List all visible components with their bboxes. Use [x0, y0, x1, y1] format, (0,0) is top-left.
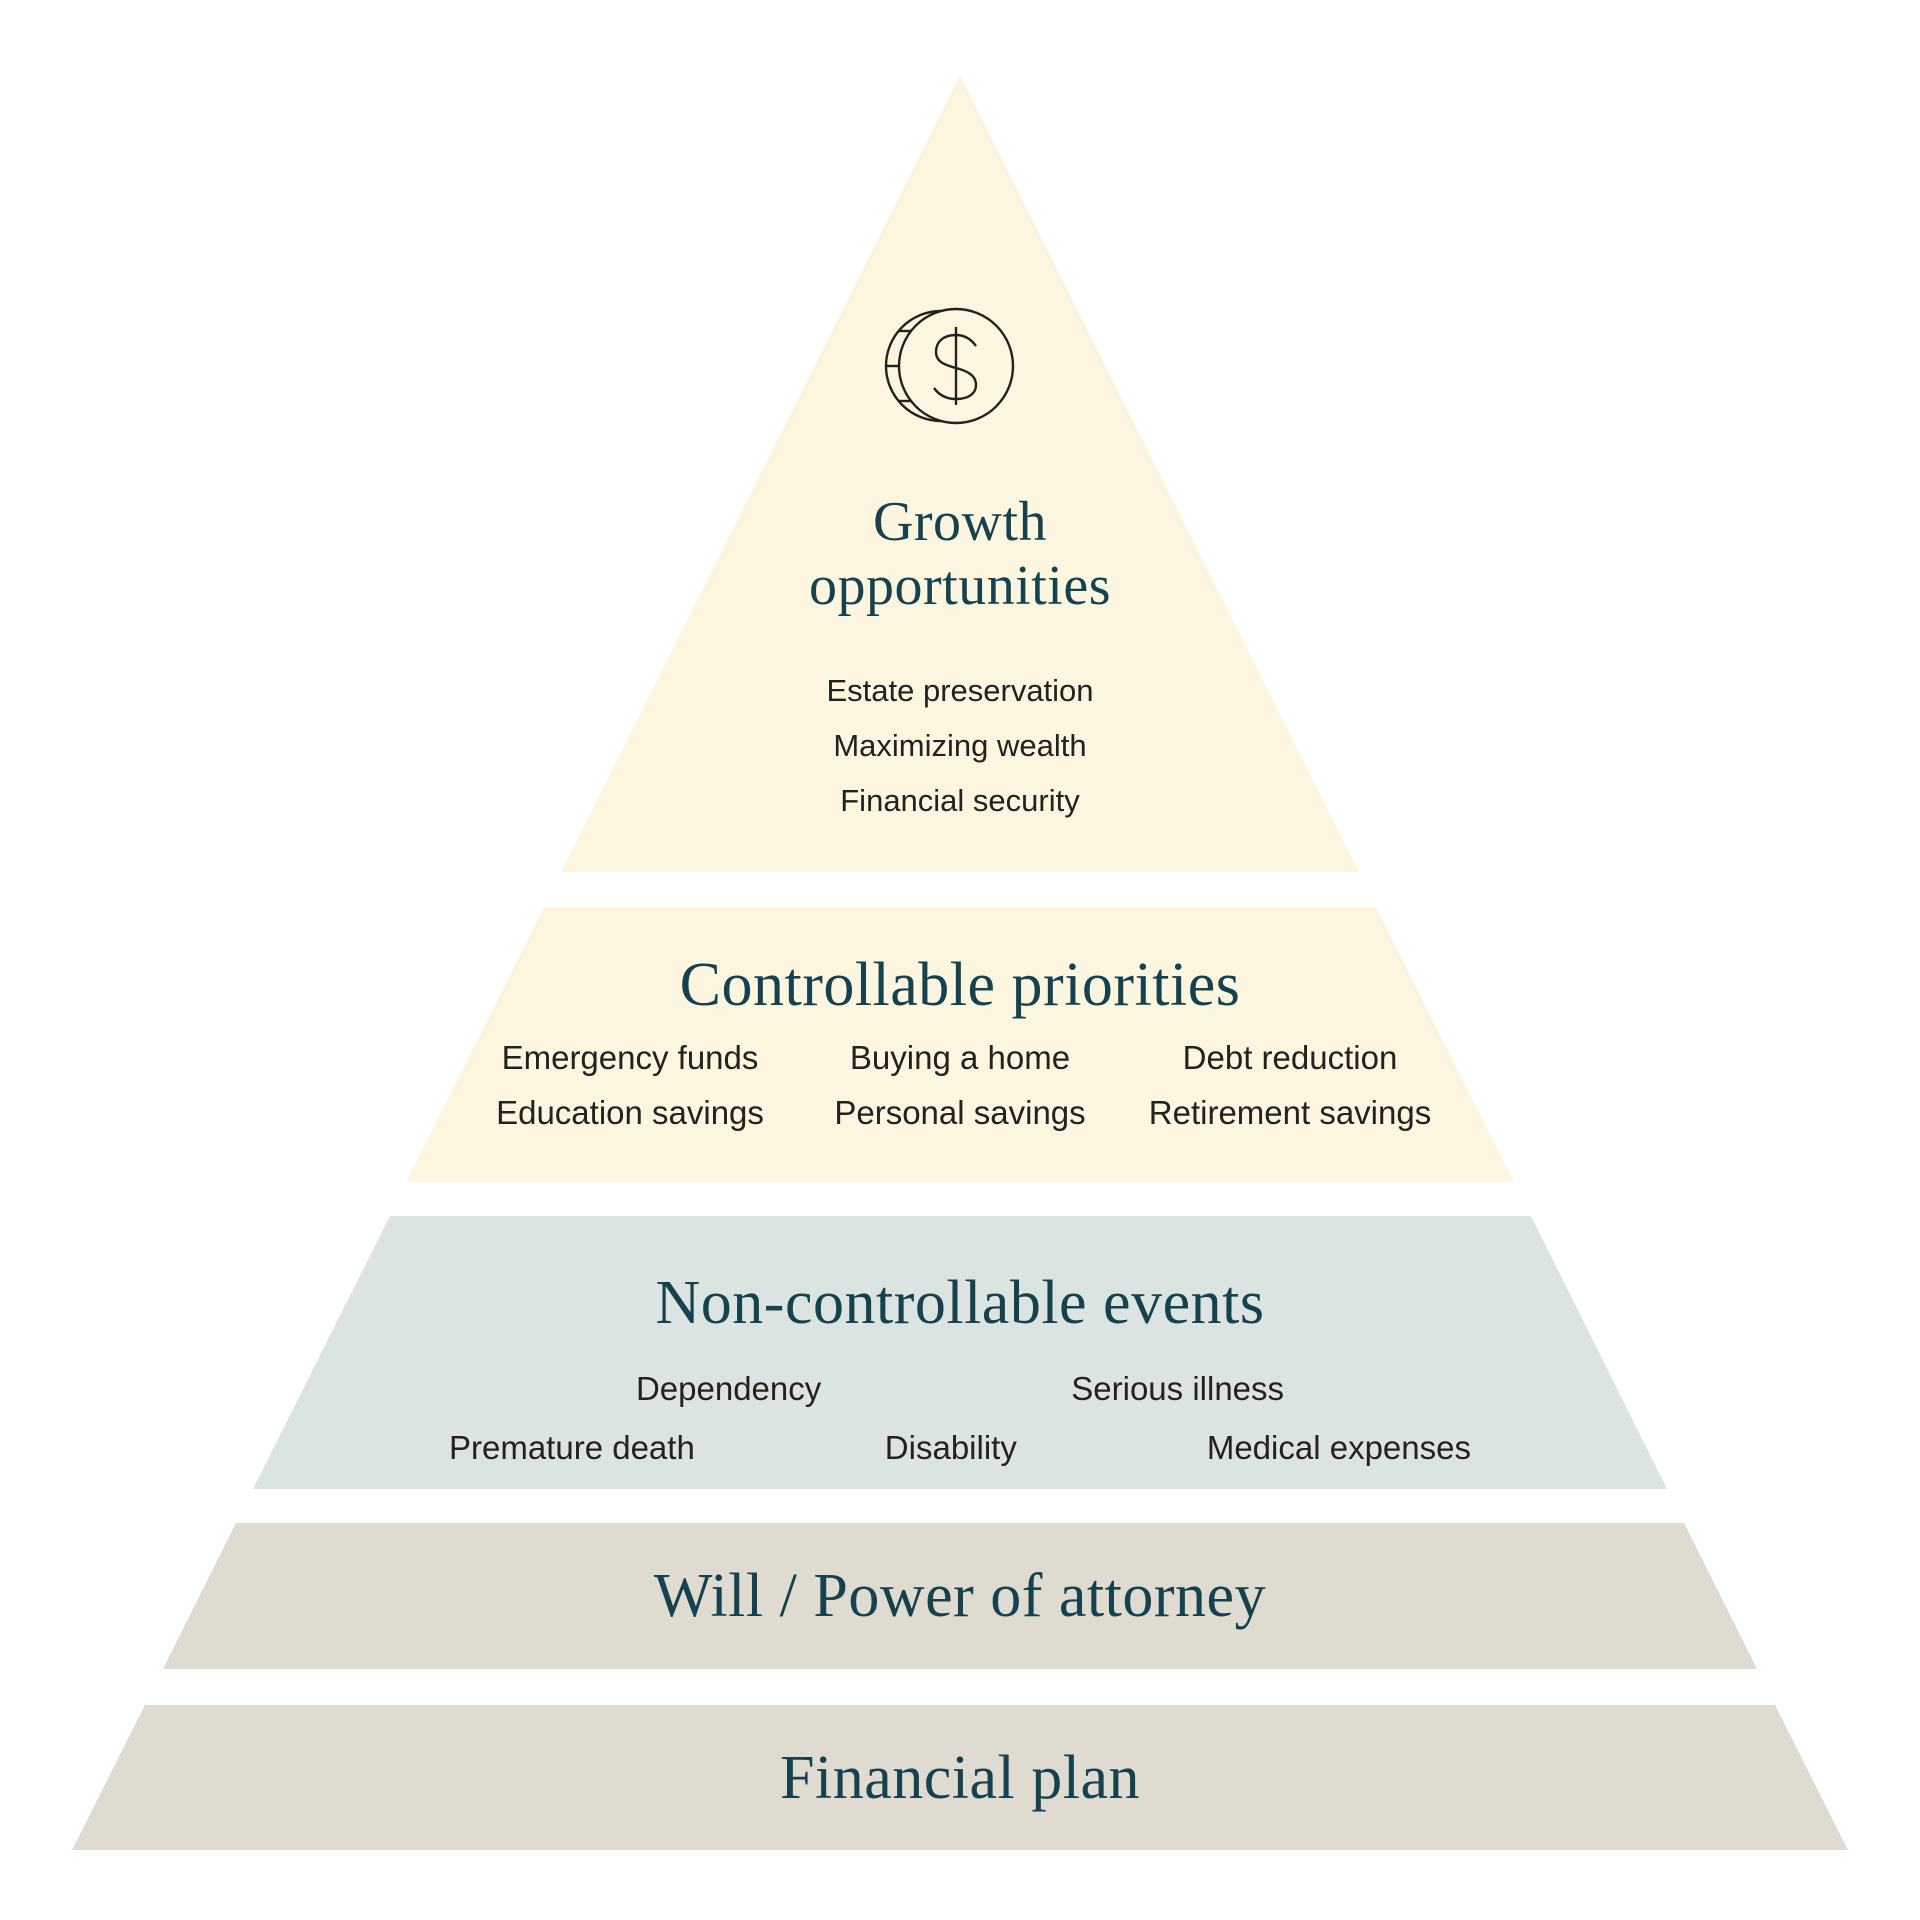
dollar-coin-icon [878, 291, 1028, 441]
level-title: Will / Power of attorney [653, 1562, 1267, 1630]
level-item: Education savings [496, 1094, 764, 1131]
level-title: Growth opportunities [561, 490, 1359, 618]
level-title: Controllable priorities [679, 951, 1241, 1019]
level-title-line: opportunities [808, 555, 1112, 617]
pyramid-level-will-power-of-attorney: Will / Power of attorney [163, 1523, 1757, 1669]
level-title: Financial plan [780, 1743, 1140, 1812]
level-item: Serious illness [1071, 1370, 1285, 1407]
level-title-line: Growth [872, 491, 1048, 553]
level-title: Non-controllable events [655, 1269, 1265, 1337]
items-row: Premature death Disability Medical expen… [253, 1420, 1667, 1475]
level-item: Emergency funds [501, 1039, 759, 1076]
pyramid-level-non-controllable-events: Non-controllable events Dependency Serio… [253, 1216, 1667, 1489]
pyramid-level-growth-opportunities: Growth opportunities Estate preservation… [561, 75, 1359, 872]
pyramid-level-controllable-priorities: Controllable priorities Emergency funds … [406, 907, 1514, 1182]
level-items: Dependency Serious illness Premature dea… [253, 1361, 1667, 1475]
level-item: Disability [884, 1429, 1017, 1466]
items-row: Emergency funds Buying a home Debt reduc… [406, 1030, 1514, 1085]
level-item: Estate preservation [826, 673, 1094, 708]
level-item: Medical expenses [1206, 1429, 1471, 1466]
level-item: Premature death [448, 1429, 695, 1466]
items-row: Dependency Serious illness [253, 1361, 1667, 1416]
level-item: Financial security [840, 783, 1080, 818]
level-item: Dependency [635, 1370, 822, 1407]
level-items: Estate preservation Maximizing wealth Fi… [561, 663, 1359, 828]
level-item: Debt reduction [1182, 1039, 1398, 1076]
level-item: Personal savings [834, 1094, 1086, 1131]
items-row: Education savings Personal savings Retir… [406, 1085, 1514, 1140]
pyramid-level-financial-plan: Financial plan [72, 1705, 1848, 1850]
level-item: Maximizing wealth [833, 728, 1087, 763]
level-item: Buying a home [849, 1039, 1071, 1076]
level-item: Retirement savings [1148, 1094, 1432, 1131]
level-items: Emergency funds Buying a home Debt reduc… [406, 1030, 1514, 1140]
